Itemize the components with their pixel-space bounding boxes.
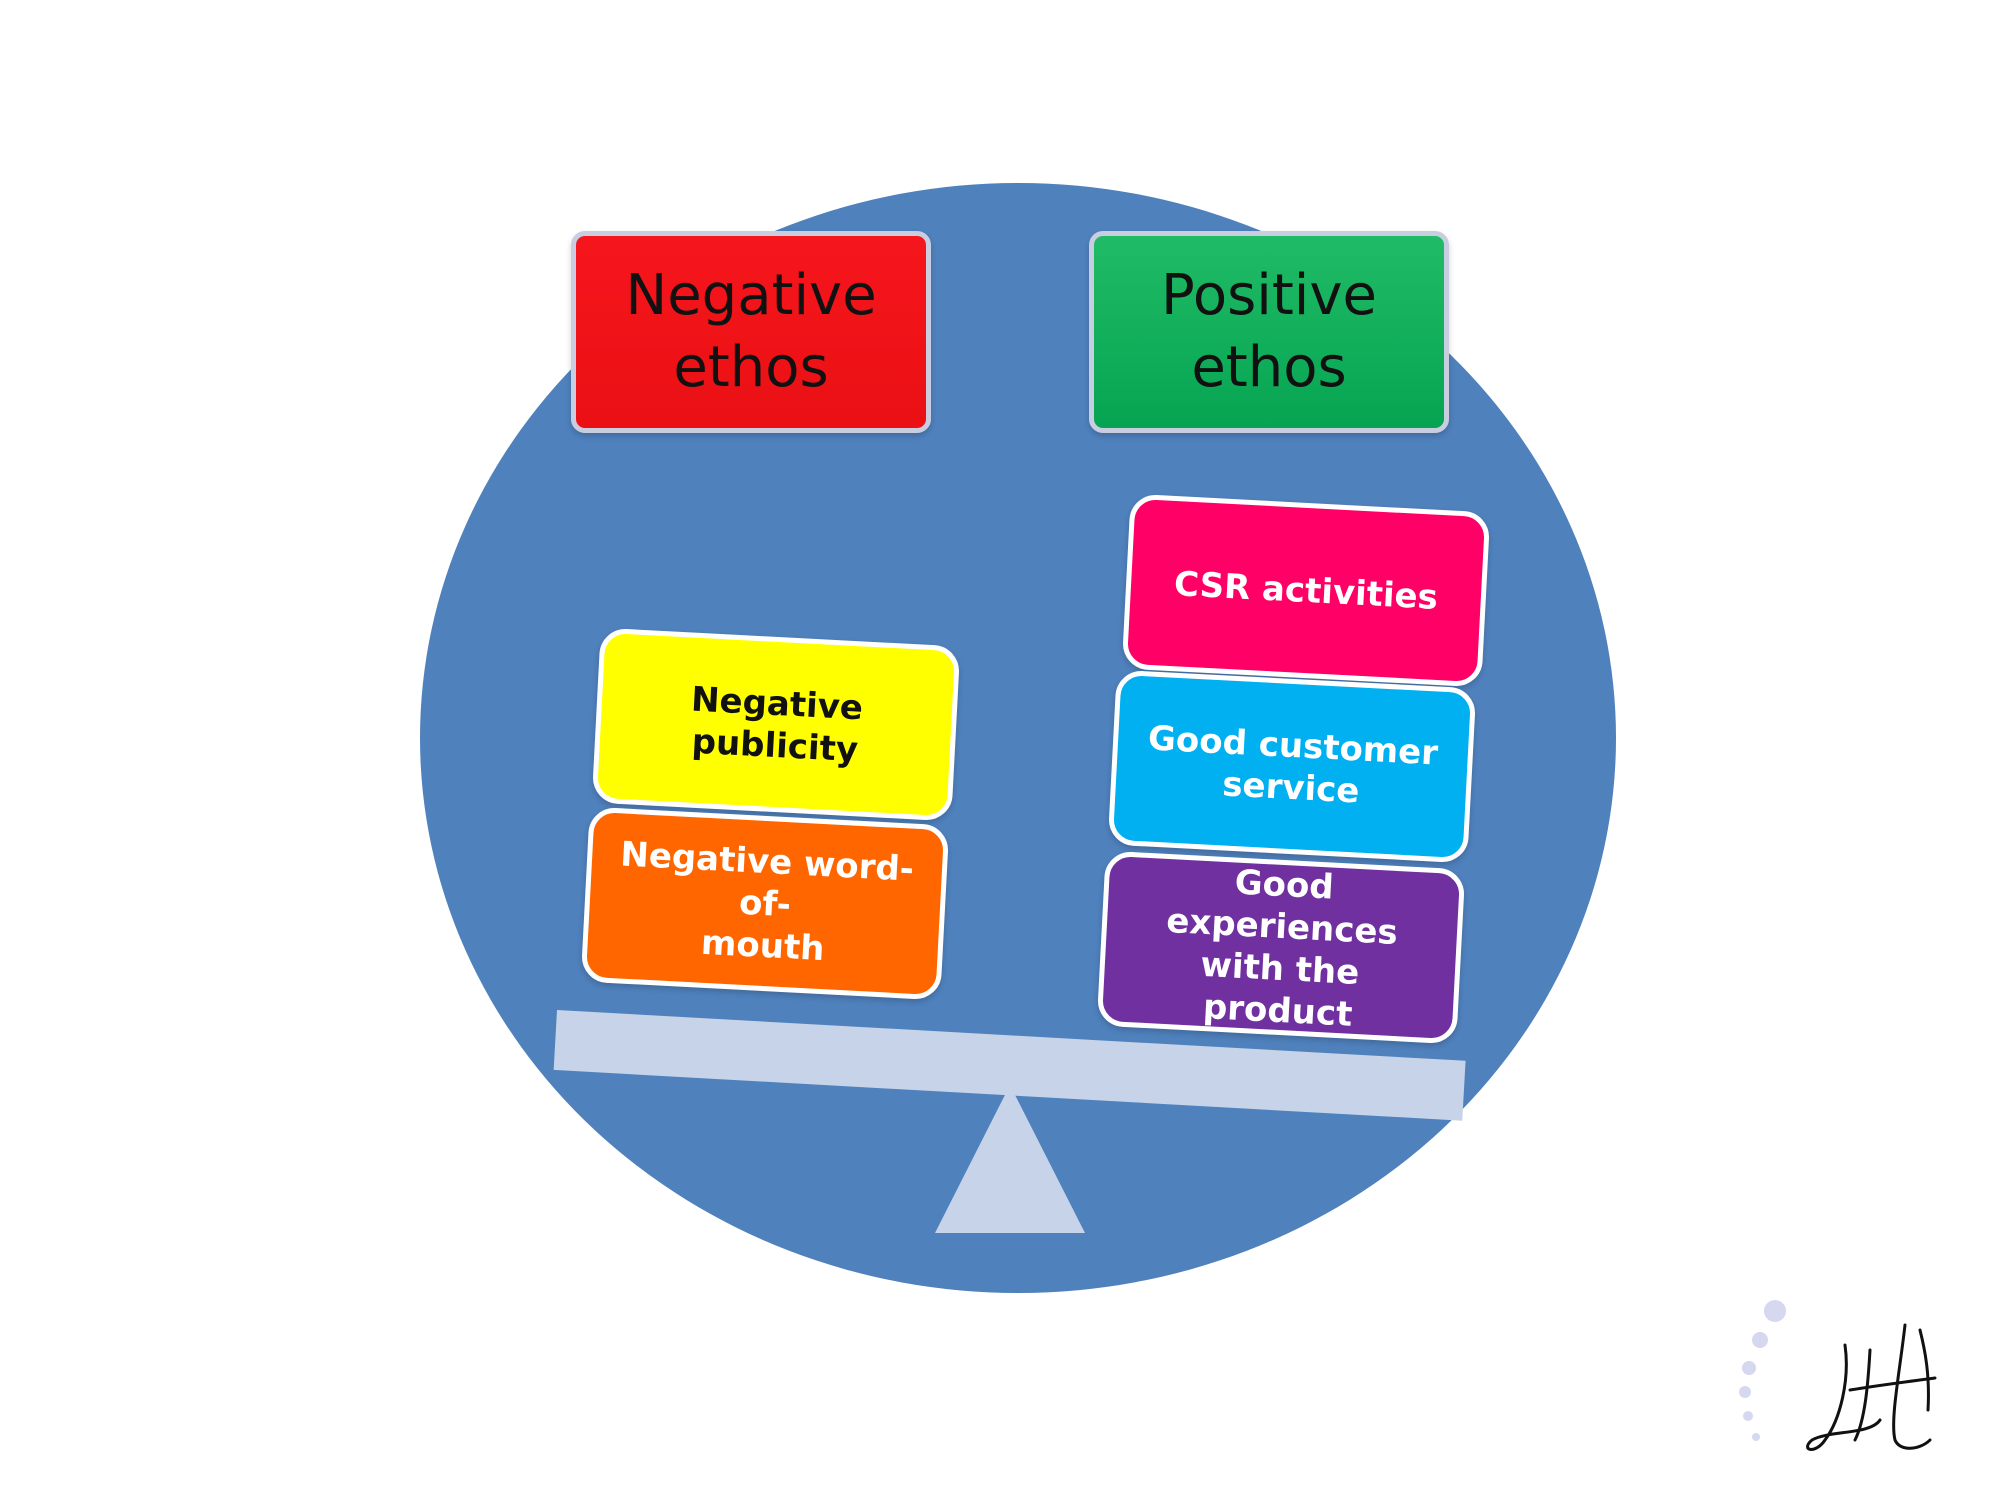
negative-ethos-header: Negative ethos bbox=[571, 231, 931, 433]
negative-publicity-label: Negative publicity bbox=[690, 679, 864, 770]
signature-logo-icon bbox=[1739, 1300, 1937, 1451]
negative-publicity-box: Negative publicity bbox=[591, 627, 961, 822]
positive-ethos-header: Positive ethos bbox=[1089, 231, 1449, 433]
experiences-line2: with the product bbox=[1199, 944, 1361, 1035]
negative-ethos-line2: ethos bbox=[673, 335, 829, 400]
decorative-dots-icon bbox=[1739, 1300, 1786, 1441]
negative-wom-line1: Negative word-of- bbox=[619, 833, 915, 925]
csr-activities-label: CSR activities bbox=[1173, 563, 1439, 618]
negative-word-of-mouth-box: Negative word-of- mouth bbox=[580, 806, 950, 1001]
csr-activities-box: CSR activities bbox=[1121, 493, 1491, 688]
positive-ethos-line1: Positive bbox=[1161, 263, 1377, 328]
negative-ethos-line1: Negative bbox=[625, 263, 877, 328]
good-customer-service-box: Good customer service bbox=[1107, 669, 1477, 864]
scale-fulcrum-icon bbox=[935, 1085, 1085, 1233]
good-experiences-box: Good experiences with the product bbox=[1096, 850, 1466, 1045]
positive-ethos-line2: ethos bbox=[1191, 335, 1347, 400]
experiences-line1: Good experiences bbox=[1165, 862, 1399, 953]
